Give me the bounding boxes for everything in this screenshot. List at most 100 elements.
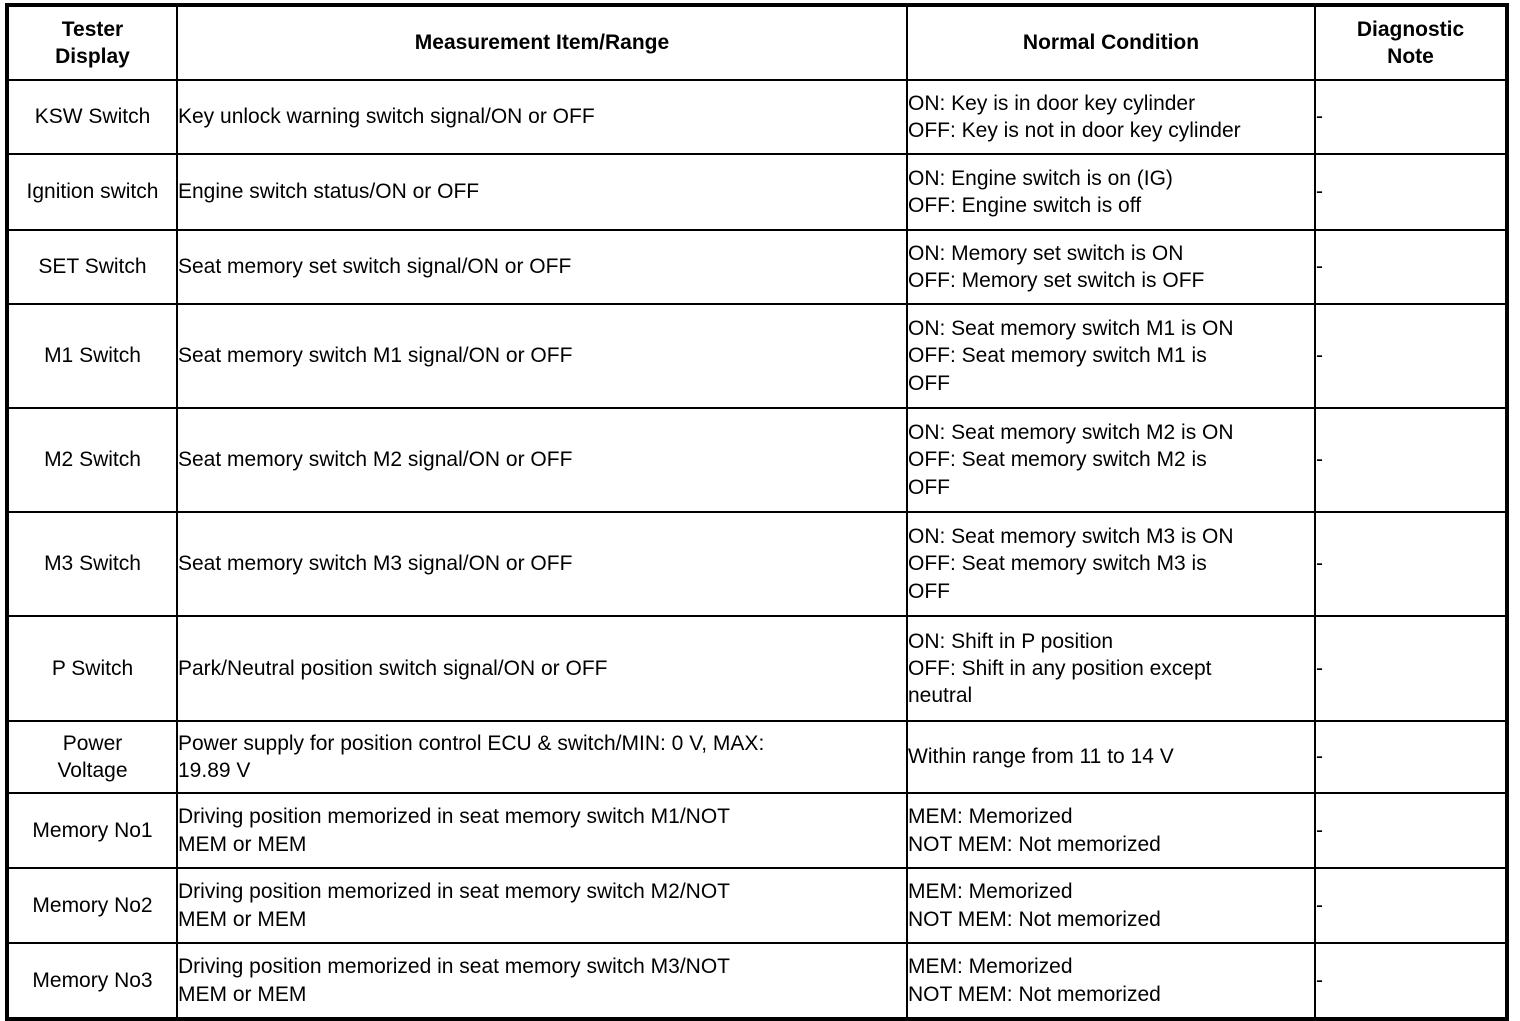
normal-condition-line: ON: Key is in door key cylinder (908, 91, 1196, 115)
cell-normal-condition: ON: Seat memory switch M3 is ON OFF: Sea… (906, 511, 1316, 617)
table-row: M1 Switch Seat memory switch M1 signal/O… (6, 303, 1508, 409)
diagnostic-note-value: - (1316, 448, 1323, 472)
cell-measurement-item-range: Park/Neutral position switch signal/ON o… (176, 615, 908, 722)
tester-display-value: Power (62, 731, 123, 755)
cell-diagnostic-note: - (1314, 303, 1508, 409)
diagnostic-note-value: - (1316, 344, 1323, 368)
cell-normal-condition: MEM: Memorized NOT MEM: Not memorized (906, 867, 1316, 944)
normal-condition-line: OFF: Key is not in door key cylinder (908, 119, 1241, 142)
measurement-line: Driving position memorized in seat memor… (178, 955, 730, 979)
normal-condition-line: neutral (908, 684, 973, 708)
column-header-measurement-item-range-line-1: Measurement Item/Range (414, 31, 670, 55)
normal-condition-line: OFF (908, 475, 950, 499)
normal-condition-line: ON: Seat memory switch M2 is ON (908, 421, 1234, 445)
table-header: Tester Display Measurement Item/Range No… (6, 4, 1508, 81)
measurement-line: Driving position memorized in seat memor… (178, 805, 730, 829)
tester-display-value: Memory No2 (32, 893, 153, 917)
cell-tester-display: Memory No2 (6, 867, 178, 944)
cell-tester-display: KSW Switch (6, 79, 178, 155)
column-header-diagnostic-note-line-2: Note (1387, 45, 1434, 68)
measurement-line: Seat memory switch M1 signal/ON or OFF (178, 344, 573, 368)
cell-normal-condition: ON: Seat memory switch M2 is ON OFF: Sea… (906, 407, 1316, 513)
table-row: M3 Switch Seat memory switch M3 signal/O… (6, 511, 1508, 617)
cell-measurement-item-range: Seat memory switch M2 signal/ON or OFF (176, 407, 908, 513)
cell-diagnostic-note: - (1314, 79, 1508, 155)
normal-condition-line: ON: Engine switch is on (IG) (908, 166, 1173, 190)
table-row: Power Voltage Power supply for position … (6, 720, 1508, 794)
cell-normal-condition: MEM: Memorized NOT MEM: Not memorized (906, 942, 1316, 1020)
cell-normal-condition: Within range from 11 to 14 V (906, 720, 1316, 794)
cell-measurement-item-range: Driving position memorized in seat memor… (176, 867, 908, 944)
diagnostic-note-value: - (1316, 818, 1323, 842)
cell-measurement-item-range: Power supply for position control ECU & … (176, 720, 908, 794)
diagnostic-note-value: - (1316, 893, 1323, 917)
table-row: SET Switch Seat memory set switch signal… (6, 229, 1508, 305)
cell-tester-display: M2 Switch (6, 407, 178, 513)
measurement-line: MEM or MEM (178, 907, 307, 931)
table-row: P Switch Park/Neutral position switch si… (6, 615, 1508, 722)
measurement-line: Seat memory set switch signal/ON or OFF (178, 255, 572, 279)
normal-condition-line: ON: Seat memory switch M1 is ON (908, 317, 1234, 341)
tester-display-value: M1 Switch (44, 344, 141, 368)
normal-condition-line: OFF: Shift in any position except (908, 656, 1212, 680)
table-header-row: Tester Display Measurement Item/Range No… (6, 4, 1508, 81)
normal-condition-line: NOT MEM: Not memorized (908, 832, 1161, 856)
cell-normal-condition: ON: Seat memory switch M1 is ON OFF: Sea… (906, 303, 1316, 409)
normal-condition-line: OFF: Seat memory switch M3 is (908, 552, 1207, 576)
cell-diagnostic-note: - (1314, 615, 1508, 722)
measurement-line: MEM or MEM (178, 982, 307, 1006)
cell-tester-display: Memory No1 (6, 792, 178, 869)
cell-diagnostic-note: - (1314, 153, 1508, 231)
cell-diagnostic-note: - (1314, 229, 1508, 305)
table-row: M2 Switch Seat memory switch M2 signal/O… (6, 407, 1508, 513)
cell-measurement-item-range: Seat memory switch M1 signal/ON or OFF (176, 303, 908, 409)
cell-diagnostic-note: - (1314, 867, 1508, 944)
cell-tester-display: M3 Switch (6, 511, 178, 617)
column-header-tester-display-line-2: Display (55, 45, 130, 68)
normal-condition-line: OFF: Engine switch is off (908, 194, 1142, 217)
cell-normal-condition: ON: Shift in P position OFF: Shift in an… (906, 615, 1316, 722)
column-header-tester-display-line-1: Tester (61, 17, 124, 41)
column-header-diagnostic-note: Diagnostic Note (1314, 4, 1508, 81)
column-header-measurement-item-range: Measurement Item/Range (176, 4, 908, 81)
table-row: KSW Switch Key unlock warning switch sig… (6, 79, 1508, 155)
normal-condition-line: NOT MEM: Not memorized (908, 982, 1161, 1006)
column-header-normal-condition-line-1: Normal Condition (1022, 31, 1200, 55)
tester-display-value: M3 Switch (44, 552, 141, 576)
cell-tester-display: SET Switch (6, 229, 178, 305)
normal-condition-line: Within range from 11 to 14 V (908, 745, 1174, 769)
diagnostic-note-value: - (1316, 105, 1323, 129)
cell-diagnostic-note: - (1314, 511, 1508, 617)
cell-diagnostic-note: - (1314, 792, 1508, 869)
diagnostic-note-value: - (1316, 552, 1323, 576)
tester-display-value: Ignition switch (26, 180, 159, 204)
tester-display-value: M2 Switch (44, 448, 141, 472)
normal-condition-line: OFF: Seat memory switch M2 is (908, 448, 1207, 472)
diagnostic-note-value: - (1316, 745, 1323, 769)
cell-normal-condition: ON: Memory set switch is ON OFF: Memory … (906, 229, 1316, 305)
normal-condition-line: OFF: Memory set switch is OFF (908, 269, 1205, 292)
cell-measurement-item-range: Engine switch status/ON or OFF (176, 153, 908, 231)
diagnostic-note-value: - (1316, 180, 1323, 204)
normal-condition-line: ON: Seat memory switch M3 is ON (908, 525, 1234, 549)
cell-tester-display: P Switch (6, 615, 178, 722)
normal-condition-line: OFF (908, 371, 950, 395)
table-row: Ignition switch Engine switch status/ON … (6, 153, 1508, 231)
measurement-line: MEM or MEM (178, 832, 307, 856)
cell-measurement-item-range: Driving position memorized in seat memor… (176, 942, 908, 1020)
column-header-diagnostic-note-line-1: Diagnostic (1356, 17, 1465, 41)
table-body: KSW Switch Key unlock warning switch sig… (6, 79, 1508, 1020)
measurement-line: Power supply for position control ECU & … (178, 731, 765, 755)
table-row: Memory No1 Driving position memorized in… (6, 792, 1508, 869)
normal-condition-line: MEM: Memorized (908, 880, 1073, 904)
cell-tester-display: Power Voltage (6, 720, 178, 794)
normal-condition-line: OFF (908, 579, 950, 603)
tester-display-value: Memory No1 (32, 818, 153, 842)
tester-display-value: Voltage (57, 759, 128, 782)
tester-display-value: SET Switch (38, 255, 147, 279)
cell-normal-condition: ON: Engine switch is on (IG) OFF: Engine… (906, 153, 1316, 231)
measurement-line: Key unlock warning switch signal/ON or O… (178, 105, 595, 129)
column-header-tester-display: Tester Display (6, 4, 178, 81)
diagnostic-table-container: Tester Display Measurement Item/Range No… (5, 3, 1509, 1021)
